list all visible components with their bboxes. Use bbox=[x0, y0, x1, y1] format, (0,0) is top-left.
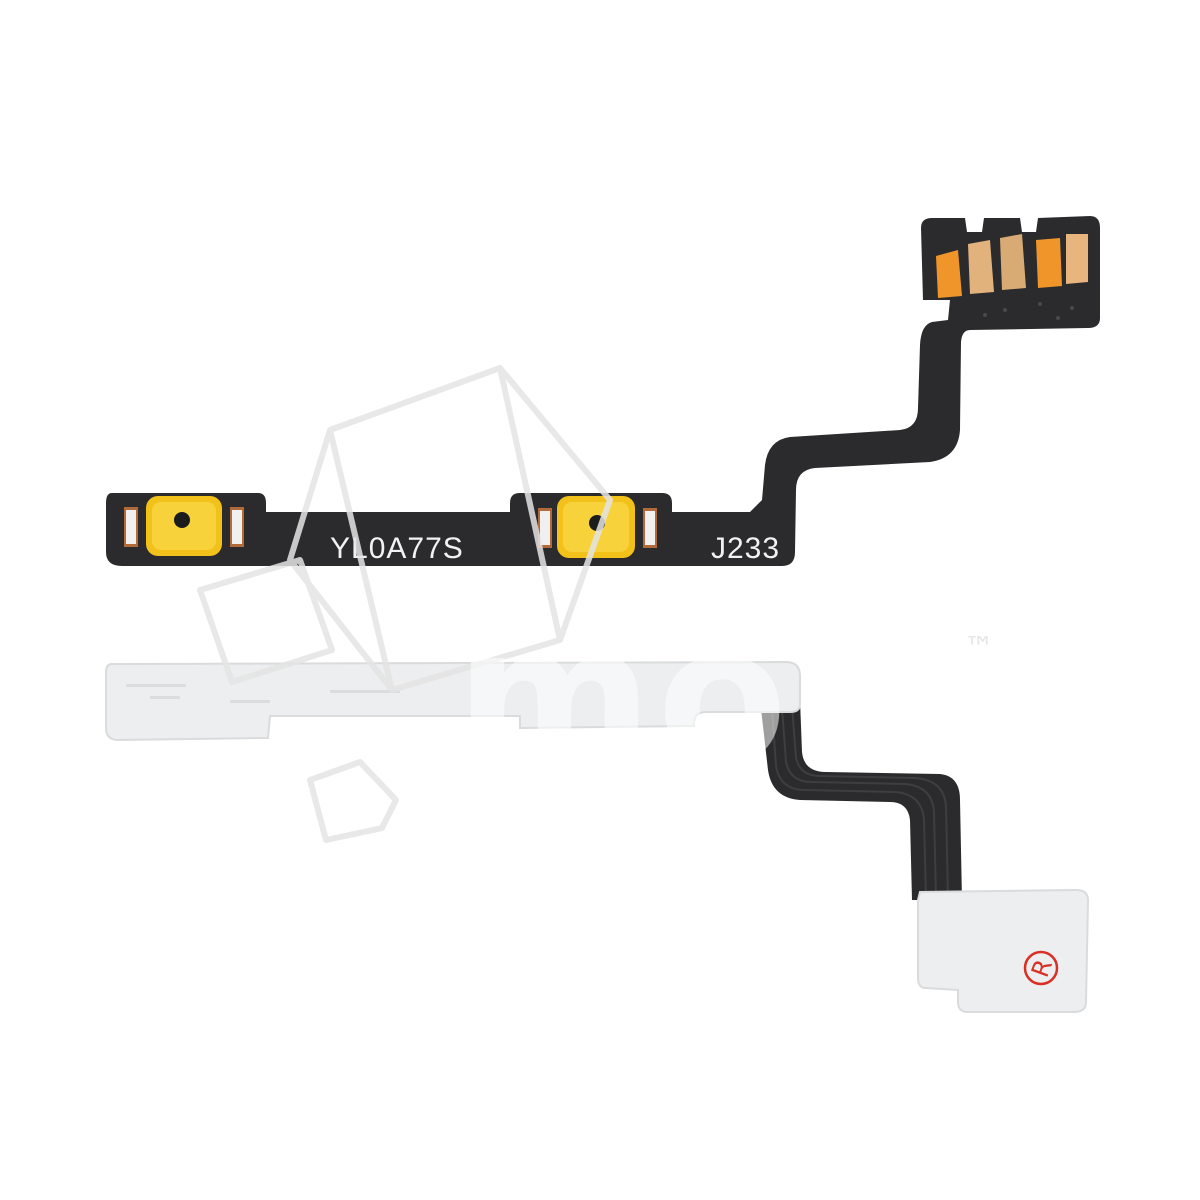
trace-lines bbox=[771, 705, 949, 899]
flex-cable-back: R bbox=[105, 660, 1090, 1013]
contact-pad bbox=[968, 240, 994, 294]
contact-pad bbox=[1066, 234, 1088, 284]
watermark-text: moba bbox=[455, 586, 1064, 807]
connector-contacts bbox=[936, 234, 1088, 298]
volume-button bbox=[124, 496, 244, 556]
contact-pad bbox=[1000, 234, 1026, 290]
flex-cable-back-trace bbox=[760, 700, 962, 900]
contact-pad bbox=[936, 250, 962, 298]
trademark-symbol: ™ bbox=[964, 631, 994, 666]
adhesive-strip bbox=[105, 660, 801, 742]
part-number-label: YL0A77S bbox=[330, 532, 464, 565]
brand-watermark: moba ™ bbox=[197, 365, 1064, 843]
adhesive-texture bbox=[126, 684, 400, 703]
cube-logo-icon bbox=[197, 365, 613, 843]
revision-label: J233 bbox=[711, 532, 780, 565]
adhesive-pad bbox=[917, 888, 1090, 1013]
connector-texture bbox=[983, 302, 1074, 320]
contact-pad bbox=[1036, 238, 1062, 288]
